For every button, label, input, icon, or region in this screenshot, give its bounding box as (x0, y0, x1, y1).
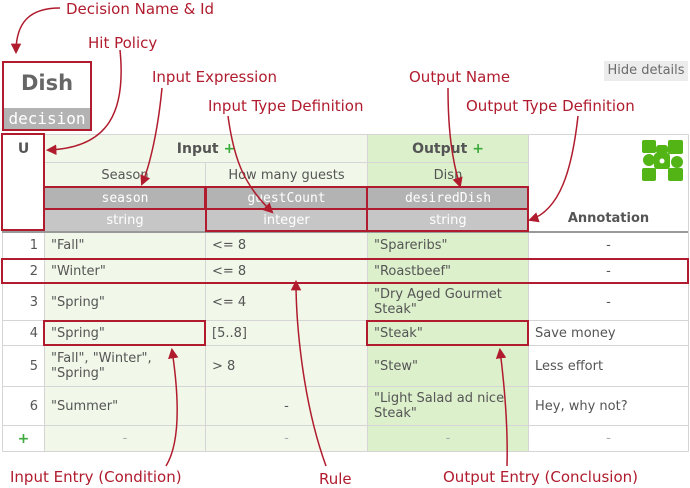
add-rule-button[interactable]: + (17, 430, 30, 447)
rule-number: 2 (29, 263, 38, 279)
output-entry-dish[interactable]: "Stew" (374, 358, 418, 374)
annotation-output-entry: Output Entry (Conclusion) (443, 468, 638, 486)
output-type[interactable]: string (368, 209, 528, 231)
add-row-annotation-placeholder[interactable]: - (606, 431, 611, 446)
annotation-entry[interactable]: Hey, why not? (535, 398, 628, 414)
add-output-button[interactable]: + (472, 140, 484, 157)
hit-policy-value: U (17, 141, 30, 157)
input-header-label: Input (176, 140, 219, 157)
output-entry-dish[interactable]: "Light Salad ad nice Steak" (374, 391, 505, 421)
input-entry-guests[interactable]: <= 8 (212, 263, 247, 279)
decision-id[interactable]: decision (4, 108, 90, 129)
hit-policy-cell[interactable]: U (3, 135, 44, 163)
input-entry-guests-value: - (284, 398, 289, 414)
annotation-entry[interactable]: - (606, 238, 611, 253)
annotation-input-expression: Input Expression (152, 68, 278, 86)
input-entry-guests[interactable]: [5..8] (212, 325, 247, 341)
input-entry-guests[interactable]: <= 8 (212, 238, 247, 253)
output-header-label: Output (412, 140, 468, 157)
input-entry-season[interactable]: "Fall" (51, 238, 85, 253)
output-name[interactable]: desiredDish (368, 187, 528, 209)
output-entry-dish[interactable]: "Spareribs" (374, 238, 448, 253)
add-row-season-placeholder[interactable]: - (122, 431, 128, 446)
input-expression-guests[interactable]: guestCount (206, 187, 367, 209)
rule-number: 6 (29, 398, 38, 414)
annotation-entry[interactable]: - (606, 294, 611, 310)
input-entry-season[interactable]: "Winter" (51, 263, 106, 279)
input-entry-season[interactable]: "Spring" (51, 294, 105, 310)
annotation-rule: Rule (319, 470, 352, 488)
input-type-guests[interactable]: integer (206, 209, 367, 231)
output-entry-dish[interactable]: "Roastbeef" (374, 263, 452, 279)
rule-number: 3 (29, 294, 38, 310)
input-type-season[interactable]: string (45, 209, 205, 231)
input-entry-guests[interactable]: > 8 (212, 358, 236, 374)
annotation-header: Annotation (567, 210, 650, 226)
input-expression-season[interactable]: season (45, 187, 205, 209)
annotation-output-name: Output Name (409, 68, 511, 86)
annotation-output-type-definition: Output Type Definition (466, 97, 635, 115)
input-header: Input + (45, 135, 367, 162)
hide-details-button[interactable]: Hide details (604, 61, 688, 81)
input-entry-season[interactable]: "Fall", "Winter", "Spring" (51, 351, 152, 381)
input-label-guests[interactable]: How many guests (228, 167, 345, 183)
input-entry-season[interactable]: "Spring" (51, 325, 105, 341)
output-header: Output + (368, 135, 528, 162)
annotation-entry[interactable]: - (606, 263, 611, 279)
input-entry-season[interactable]: "Summer" (51, 398, 119, 414)
decision-name[interactable]: Dish (20, 71, 74, 95)
rule-number: 4 (29, 325, 38, 341)
output-entry-dish[interactable]: "Steak" (374, 325, 423, 341)
decision-header: Dish decision (2, 61, 92, 131)
input-label-season[interactable]: Season (101, 167, 149, 183)
input-entry-guests[interactable]: <= 4 (212, 294, 247, 310)
rule-number: 1 (29, 238, 38, 253)
dmn-logo-icon (642, 140, 683, 181)
annotation-decision-name-id: Decision Name & Id (66, 0, 215, 18)
add-row-dish-placeholder[interactable]: - (445, 431, 451, 446)
annotation-entry[interactable]: Save money (535, 325, 616, 341)
add-input-button[interactable]: + (223, 140, 236, 157)
add-row-guests-placeholder[interactable]: - (284, 431, 289, 446)
annotation-input-entry: Input Entry (Condition) (10, 468, 182, 486)
annotation-entry[interactable]: Less effort (535, 358, 604, 374)
output-label-dish[interactable]: Dish (433, 167, 463, 183)
annotation-hit-policy: Hit Policy (88, 34, 158, 52)
output-entry-dish[interactable]: "Dry Aged Gourmet Steak" (374, 287, 502, 317)
rule-number: 5 (29, 358, 38, 374)
annotation-input-type-definition: Input Type Definition (208, 97, 364, 115)
